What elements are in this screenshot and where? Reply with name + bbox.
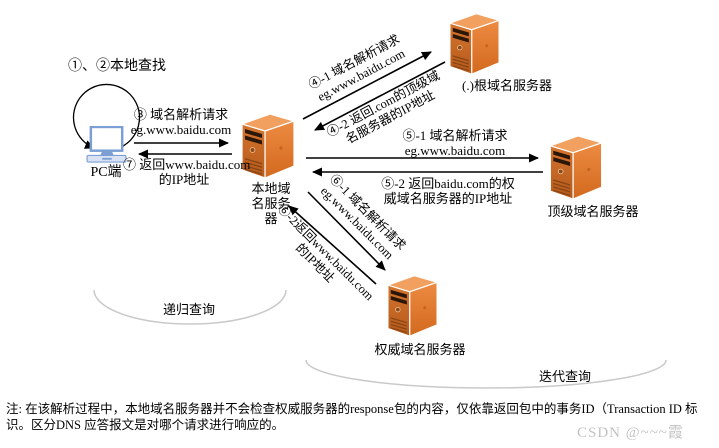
local-lookup-loop-arrow	[72, 83, 141, 149]
arrow-step6-2-response	[288, 205, 377, 285]
footnote: 注: 在该解析过程中，本地域名服务器并不会检查权威服务器的response包的内…	[6, 401, 698, 433]
root-dns-server-icon	[446, 8, 503, 76]
iterative-group-arc	[305, 359, 667, 389]
recursive-query-label: 递归查询	[163, 302, 216, 317]
footnote-line1: 注: 在该解析过程中，本地域名服务器并不会检查权威服务器的response包的内…	[6, 402, 698, 416]
footnote-line2: 识。区分DNS 应答报文是对哪个请求进行响应的。	[6, 418, 285, 432]
step5-1-label: ⑤-1 域名解析请求 eg.www.baidu.com	[402, 128, 508, 158]
step-local-lookup-label: ①、②本地查找	[68, 59, 166, 74]
step7-label: ⑦ 返回www.baidu.com 的IP地址	[123, 157, 251, 187]
local-dns-label: 本地域 名服务 器	[251, 181, 291, 226]
pc-label: PC端	[90, 165, 122, 180]
iterative-query-label: 迭代查询	[539, 369, 592, 384]
root-dns-label: (.)根域名服务器	[462, 78, 552, 93]
recursive-group-arc	[93, 289, 287, 325]
csdn-watermark: CSDN @~~~霞	[577, 425, 684, 441]
pc-icon	[86, 126, 128, 164]
arrow-step6-1-request	[307, 191, 386, 271]
arrow-step4-1-request	[302, 51, 432, 120]
tld-dns-server-icon	[546, 130, 606, 201]
auth-dns-server-icon	[384, 270, 441, 338]
auth-dns-label: 权威域名服务器	[374, 342, 466, 357]
arrow-step4-2-response	[314, 61, 446, 131]
tld-dns-label: 顶级域名服务器	[547, 204, 639, 219]
step5-2-label: ⑤-2 返回baidu.com的权 威域名服务器的IP地址	[381, 176, 515, 206]
step3-label: ③ 域名解析请求 eg.www.baidu.com	[130, 107, 232, 137]
